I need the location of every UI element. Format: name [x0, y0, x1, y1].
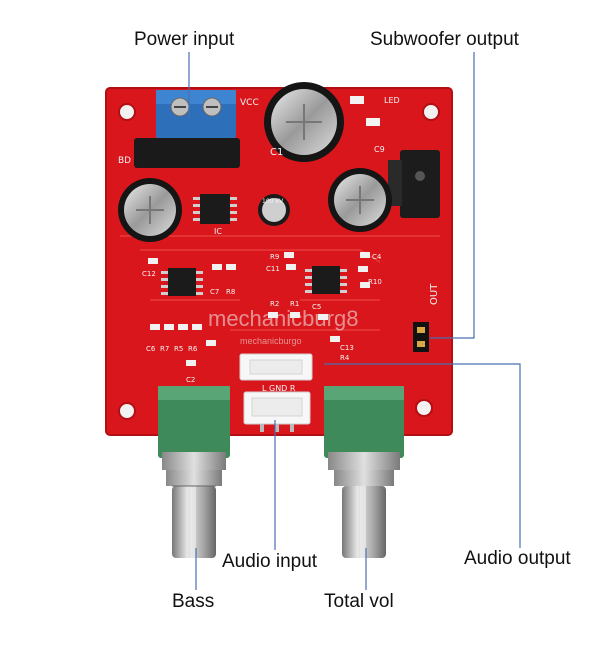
audio-output-connector [239, 353, 313, 381]
silk-r4: R4 [340, 354, 350, 362]
silk-c4: C4 [372, 253, 382, 261]
left-capacitor [118, 178, 182, 242]
callout-power-input: Power input [134, 29, 235, 50]
callout-audio-output: Audio output [464, 548, 571, 569]
silk-r6: R6 [188, 345, 198, 353]
bass-potentiometer [158, 386, 230, 558]
bridge-rectifier [134, 138, 240, 168]
watermark-sub: mechanicburgo [240, 336, 302, 346]
silk-r10: R10 [368, 278, 382, 286]
ic-chip-top [193, 194, 237, 224]
silk-cap-main: C1 [270, 147, 283, 158]
silk-bd: BD [118, 156, 131, 166]
silk-r1: R1 [290, 300, 299, 308]
silk-r9: R9 [270, 253, 279, 261]
silk-c12: C12 [142, 270, 156, 278]
small-capacitor: 100 6V [258, 194, 290, 226]
silk-lgndr: L GND R [262, 384, 296, 393]
total-vol-potentiometer [324, 386, 404, 558]
callout-subwoofer-output: Subwoofer output [370, 29, 519, 50]
main-capacitor: C1 [264, 82, 344, 162]
power-terminal [156, 90, 236, 138]
silk-r5: R5 [174, 345, 183, 353]
silk-r7: R7 [160, 345, 169, 353]
ic-chip-right [305, 266, 347, 294]
silk-c13: C13 [340, 344, 354, 352]
callout-bass: Bass [172, 591, 215, 612]
audio-input-connector [243, 391, 311, 432]
silk-ic: IC [214, 227, 222, 236]
callout-audio-input: Audio input [222, 551, 318, 572]
leader-lines [188, 52, 521, 590]
smd-components [148, 252, 370, 366]
silk-c2: C2 [186, 376, 195, 384]
silk-c5: C5 [312, 303, 321, 311]
silk-led: LED [384, 96, 400, 105]
watermark-main: mechanicburg8 [208, 306, 358, 331]
silk-vcc: VCC [240, 98, 259, 108]
silk-out: OUT [429, 283, 440, 305]
mounting-holes [118, 103, 440, 420]
silk-r8: R8 [226, 288, 235, 296]
right-capacitor [328, 168, 392, 232]
callout-total-vol: Total vol [324, 591, 394, 612]
silk-c6: C6 [146, 345, 156, 353]
silk-r2: R2 [270, 300, 279, 308]
ic-chip-left [161, 268, 203, 296]
silk-c11: C11 [266, 265, 280, 273]
silk-c9: C9 [374, 145, 385, 154]
subwoofer-header [413, 322, 429, 352]
silk-c7: C7 [210, 288, 219, 296]
silk-cap-small: 100 6V [262, 198, 284, 205]
